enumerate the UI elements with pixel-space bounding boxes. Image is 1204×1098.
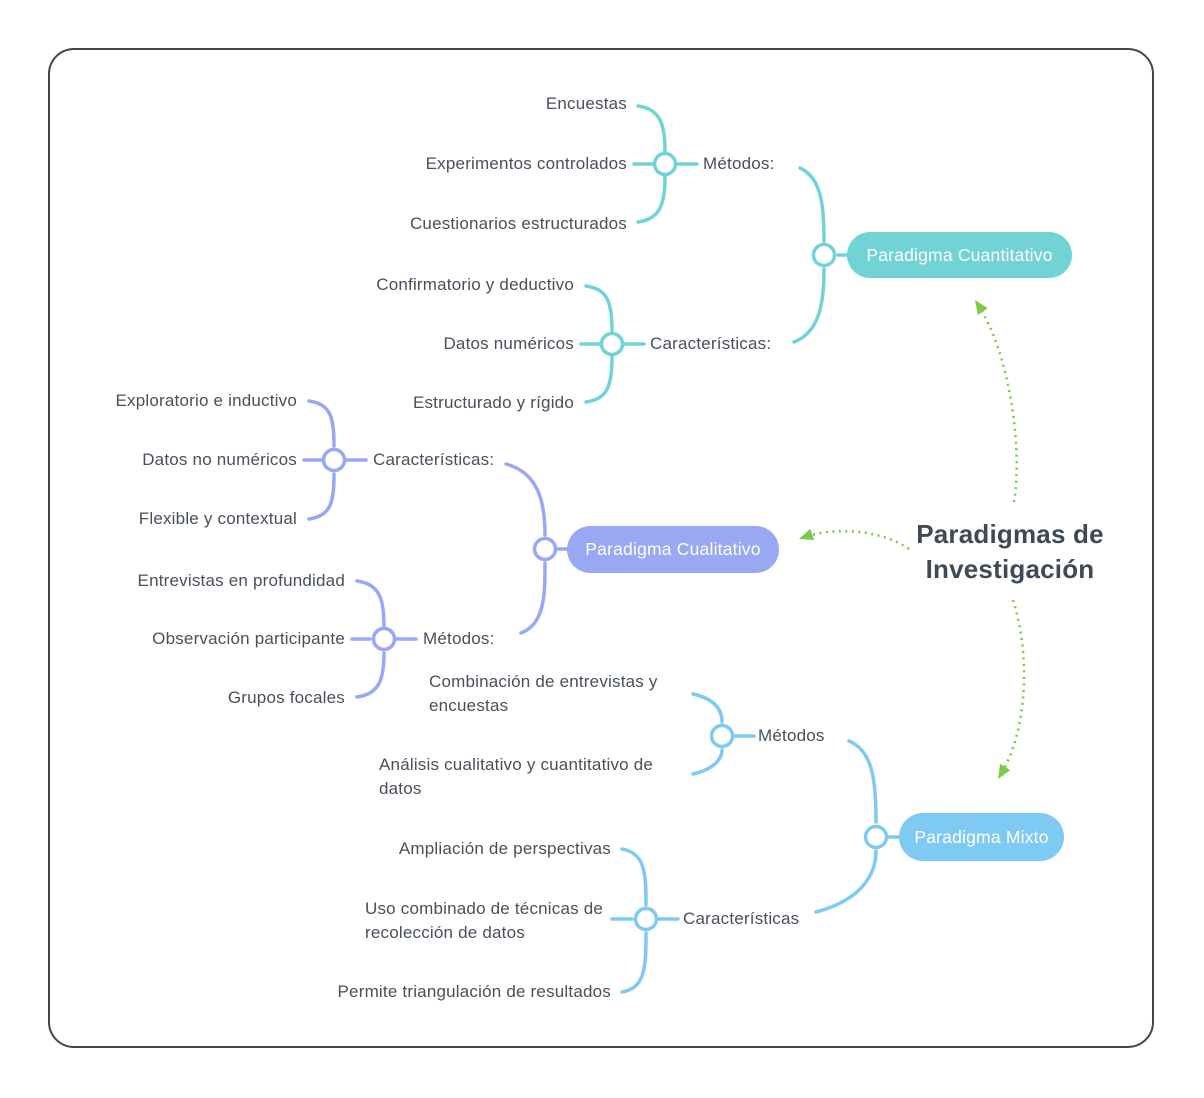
leaf-quant-method-1[interactable]: Encuestas xyxy=(545,94,627,113)
leaf-quant-char-3[interactable]: Estructurado y rígido xyxy=(412,393,574,412)
leaf-mixed-char-3[interactable]: Permite triangulación de resultados xyxy=(337,982,611,1001)
root-title-line2: Investigación xyxy=(925,554,1095,584)
subbranch-label-quant-methods[interactable]: Métodos: xyxy=(703,154,775,173)
root-node-title[interactable]: Paradigmas de Investigación xyxy=(890,517,1130,587)
subbranch-label-mixed-methods[interactable]: Métodos xyxy=(758,726,825,745)
leaf-qual-char-2[interactable]: Datos no numéricos xyxy=(142,450,297,469)
leaf-quant-method-3[interactable]: Cuestionarios estructurados xyxy=(409,214,627,233)
subbranch-label-qual-methods[interactable]: Métodos: xyxy=(423,629,495,648)
leaf-quant-method-2[interactable]: Experimentos controlados xyxy=(425,154,627,173)
branch-node-quantitative[interactable]: Paradigma Cuantitativo xyxy=(847,232,1072,278)
branch-node-mixed[interactable]: Paradigma Mixto xyxy=(899,813,1064,861)
leaf-qual-char-3[interactable]: Flexible y contextual xyxy=(138,509,297,528)
leaf-mixed-char-1[interactable]: Ampliación de perspectivas xyxy=(398,839,611,858)
leaf-qual-method-3[interactable]: Grupos focales xyxy=(227,688,345,707)
branch-node-qualitative[interactable]: Paradigma Cualitativo xyxy=(567,526,779,573)
subbranch-label-mixed-characteristics[interactable]: Características xyxy=(683,909,800,928)
leaf-qual-char-1[interactable]: Exploratorio e inductivo xyxy=(115,391,297,410)
leaf-qual-method-2[interactable]: Observación participante xyxy=(152,629,345,648)
leaf-mixed-char-2[interactable]: Uso combinado de técnicas de recolección… xyxy=(365,899,604,942)
leaf-quant-char-2[interactable]: Datos numéricos xyxy=(443,334,574,353)
leaf-quant-char-1[interactable]: Confirmatorio y deductivo xyxy=(376,275,574,294)
subbranch-label-qual-characteristics[interactable]: Características: xyxy=(373,450,495,469)
leaf-mixed-method-2[interactable]: Análisis cualitativo y cuantitativo de d… xyxy=(379,755,654,798)
leaf-mixed-method-1[interactable]: Combinación de entrevistas y encuestas xyxy=(429,672,658,715)
subbranch-label-quant-characteristics[interactable]: Características: xyxy=(650,334,772,353)
root-title-line1: Paradigmas de xyxy=(916,519,1104,549)
leaf-qual-method-1[interactable]: Entrevistas en profundidad xyxy=(137,571,345,590)
